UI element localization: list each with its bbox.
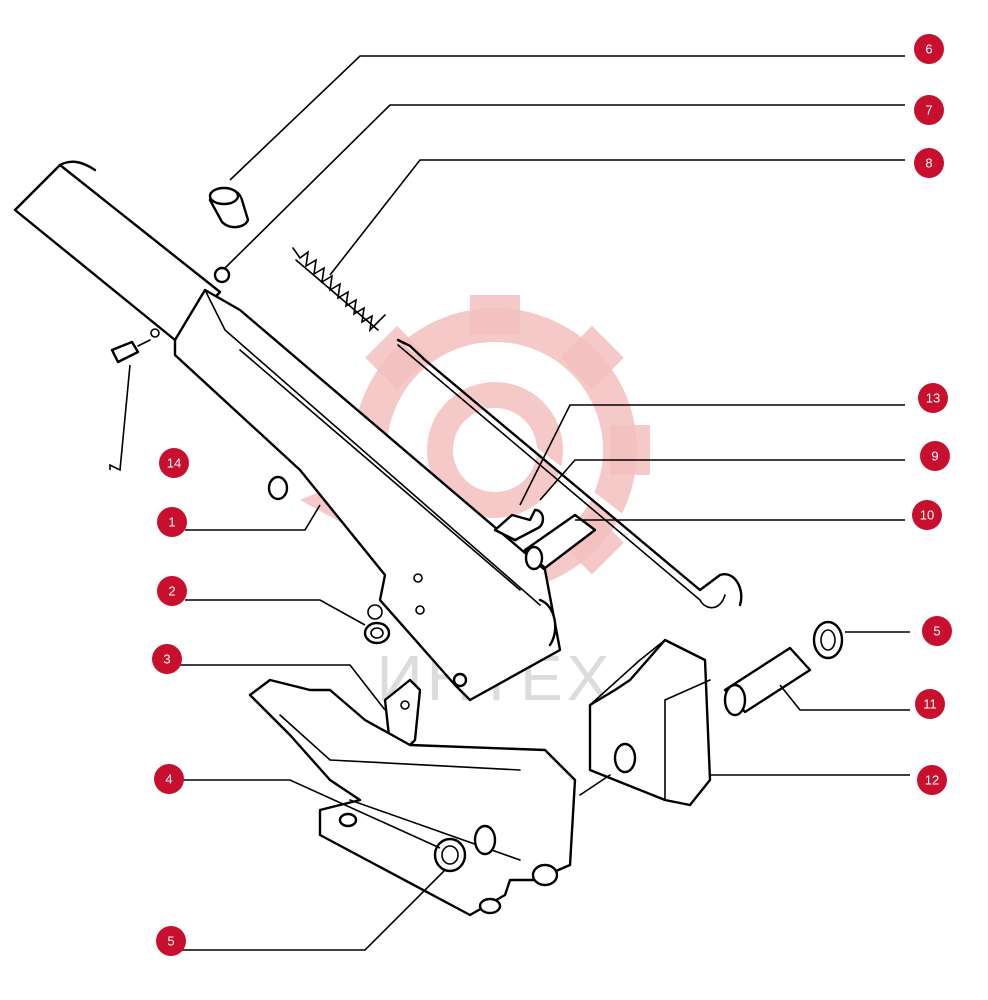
callout-12: 12 (917, 765, 947, 795)
callout-8: 8 (914, 148, 944, 178)
callout-14: 14 (159, 448, 189, 478)
callout-10: 10 (912, 500, 942, 530)
callout-12-label: 12 (925, 773, 939, 788)
part-cap (208, 186, 250, 229)
callout-2: 2 (157, 576, 187, 606)
callout-5-snap-ring: 5 (922, 616, 952, 646)
part-washer (363, 621, 391, 645)
callout-9-label: 9 (931, 449, 938, 464)
part-spring (292, 247, 386, 333)
leader-lines (109, 55, 910, 951)
callout-6: 6 (914, 34, 944, 64)
part-pin (493, 508, 545, 542)
part-bushing (523, 513, 597, 571)
callout-5-snap-ring-label: 5 (933, 624, 940, 639)
part-washer-base (433, 837, 467, 873)
callout-11-label: 11 (923, 697, 937, 712)
callout-2-label: 2 (168, 584, 175, 599)
callout-9: 9 (920, 441, 950, 471)
callout-14-label: 14 (167, 456, 181, 471)
part-long-pin (723, 646, 812, 717)
callout-13: 13 (918, 383, 948, 413)
part-bolt (110, 339, 151, 364)
callout-3: 3 (152, 644, 182, 674)
callout-5-base-label: 5 (167, 934, 174, 949)
callout-1-label: 1 (168, 515, 175, 530)
part-rod (396, 338, 743, 609)
callout-7-label: 7 (925, 103, 932, 118)
part-nut (213, 266, 231, 284)
callout-1: 1 (157, 507, 187, 537)
callout-10-label: 10 (920, 508, 934, 523)
callout-6-label: 6 (925, 42, 932, 57)
callout-8-label: 8 (925, 156, 932, 171)
callout-4-label: 4 (165, 772, 172, 787)
callout-13-label: 13 (926, 391, 940, 406)
callout-7: 7 (914, 95, 944, 125)
callout-11: 11 (915, 689, 945, 719)
part-base-bracket (248, 678, 577, 917)
part-lever-arm (13, 160, 562, 702)
part-snap-ring (812, 620, 844, 660)
callout-3-label: 3 (163, 652, 170, 667)
callout-4: 4 (154, 764, 184, 794)
callout-5-base: 5 (156, 926, 186, 956)
part-block (579, 638, 712, 807)
